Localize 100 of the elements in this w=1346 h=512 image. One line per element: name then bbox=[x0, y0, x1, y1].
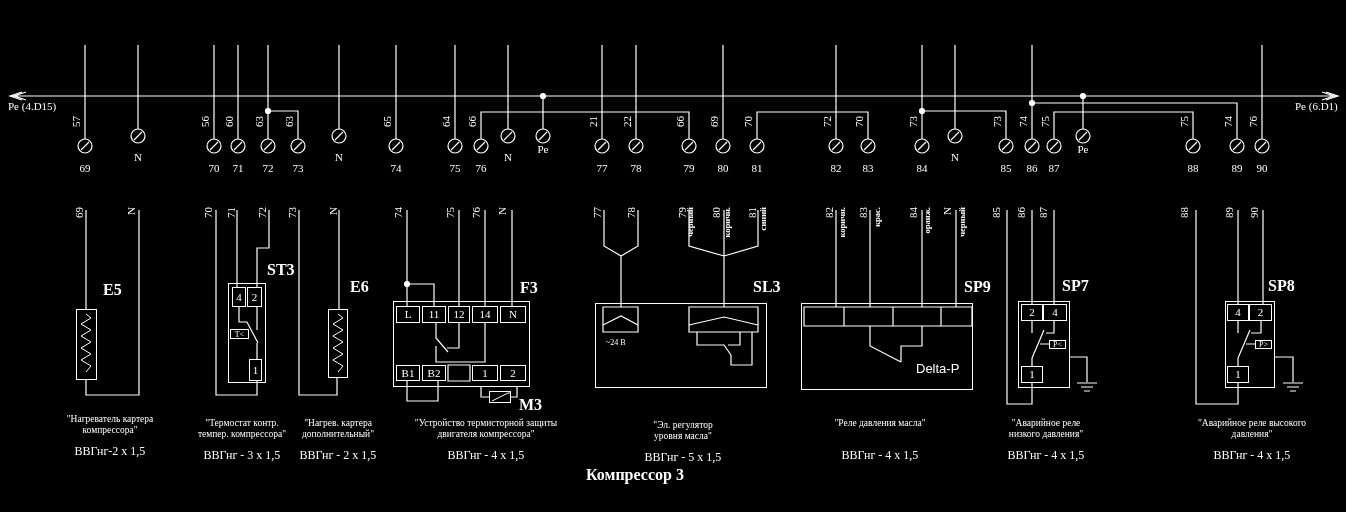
wire-number: 63 bbox=[283, 116, 295, 127]
cable-type-label: ВВГнг - 3 x 1,5 bbox=[203, 448, 281, 462]
terminal-number: 89 bbox=[1231, 162, 1243, 174]
terminal-number: 85 bbox=[1000, 162, 1012, 174]
wire-number: 84 bbox=[907, 207, 919, 218]
terminal-number: 2 bbox=[1021, 304, 1043, 321]
ground-symbol bbox=[1283, 382, 1303, 392]
wire-number: N bbox=[941, 207, 953, 215]
terminal-number: 11 bbox=[422, 306, 446, 323]
cable-type-label: ВВГнг - 2 x 1,5 bbox=[299, 448, 377, 462]
wire-number: 73 bbox=[991, 116, 1003, 127]
terminal-number: 69 bbox=[79, 162, 91, 174]
terminal-number: B1 bbox=[396, 365, 420, 381]
bus-reference-label: Pe (6.D1) bbox=[1295, 100, 1338, 112]
device-designation: SP8 bbox=[1268, 277, 1295, 295]
wire-color-label: коричн. bbox=[836, 207, 848, 238]
wire-color-label: оранж. bbox=[921, 207, 933, 234]
terminal-number: 4 bbox=[232, 287, 246, 307]
device-designation: E6 bbox=[350, 278, 369, 296]
device-description: "Реле давления масла" bbox=[833, 418, 927, 429]
device-description: "Термостат контр. темпер. компрессора" bbox=[196, 418, 288, 440]
terminal-number: 82 bbox=[830, 162, 842, 174]
wire-number: 77 bbox=[591, 207, 603, 218]
wire-number: 66 bbox=[466, 116, 478, 127]
device-description: "Устройство термисторной защиты двигателя компрессора" bbox=[413, 418, 559, 440]
wire-number: 60 bbox=[223, 116, 235, 127]
wire-number: 69 bbox=[708, 116, 720, 127]
wire-color-label: черный bbox=[956, 207, 968, 237]
terminal-number: N bbox=[335, 151, 343, 163]
terminal-number: 79 bbox=[683, 162, 695, 174]
terminal-number: 2 bbox=[500, 365, 526, 381]
wire-number: 70 bbox=[853, 116, 865, 127]
wire-number: 56 bbox=[199, 116, 211, 127]
wire-color-label: крас. bbox=[871, 207, 883, 227]
device-designation: SP7 bbox=[1062, 277, 1089, 295]
wire-color-label: синий bbox=[757, 207, 769, 231]
device-description: "Нагрев. картера дополнительный" bbox=[300, 418, 376, 440]
terminal-number: 70 bbox=[208, 162, 220, 174]
wire-number: 63 bbox=[253, 116, 265, 127]
terminal-number: 80 bbox=[717, 162, 729, 174]
terminal-number: 83 bbox=[862, 162, 874, 174]
sensor-setting-label: P> bbox=[1255, 340, 1272, 349]
terminal-number: 73 bbox=[292, 162, 304, 174]
device-designation: E5 bbox=[103, 281, 122, 299]
device-designation: SP9 bbox=[964, 278, 991, 296]
terminal-number: 4 bbox=[1227, 304, 1249, 321]
wire-number: 75 bbox=[1178, 116, 1190, 127]
wire-number: 70 bbox=[202, 207, 214, 218]
cable-type-label: ВВГнг - 5 x 1,5 bbox=[644, 450, 722, 464]
wire-number: 69 bbox=[73, 207, 85, 218]
wire-number: 74 bbox=[1222, 116, 1234, 127]
cable-type-label: ВВГнг - 4 x 1,5 bbox=[447, 448, 525, 462]
wire-number: 74 bbox=[1017, 116, 1029, 127]
terminal-number: 71 bbox=[232, 162, 244, 174]
device-designation: F3 bbox=[520, 279, 538, 297]
terminal-number: 1 bbox=[472, 365, 498, 381]
terminal-number: 1 bbox=[1021, 366, 1043, 383]
ground-symbol bbox=[1077, 382, 1097, 392]
device-designation: ST3 bbox=[267, 261, 295, 279]
terminal-number: 4 bbox=[1043, 304, 1067, 321]
wire-number: 72 bbox=[256, 207, 268, 218]
wire-number: 90 bbox=[1248, 207, 1260, 218]
device-type-label: Delta-P bbox=[916, 361, 960, 376]
terminal-number: 1 bbox=[249, 359, 262, 381]
wire-color-label: черный bbox=[685, 207, 696, 237]
terminal-number: 1 bbox=[1227, 366, 1249, 383]
wire-number: 73 bbox=[286, 207, 298, 218]
wire-color-label: коричн. bbox=[721, 207, 733, 238]
wire-number: 64 bbox=[440, 116, 452, 127]
device-designation: SL3 bbox=[753, 278, 781, 296]
wire bbox=[1069, 356, 1088, 383]
wire-number: 78 bbox=[625, 207, 637, 218]
wire bbox=[480, 386, 518, 398]
terminal-number: 86 bbox=[1026, 162, 1038, 174]
terminal-number: 84 bbox=[916, 162, 928, 174]
device-description: "Аварийное реле высокого давления" bbox=[1197, 418, 1307, 440]
wire-number: 89 bbox=[1223, 207, 1235, 218]
device-description: "Нагреватель картера компрессора" bbox=[65, 414, 155, 436]
terminal-number: 76 bbox=[475, 162, 487, 174]
wire-number: 21 bbox=[587, 116, 599, 127]
terminal-number: N bbox=[951, 151, 959, 163]
voltage-label: ~24 В bbox=[606, 338, 626, 347]
wire-number: 81 bbox=[746, 207, 758, 218]
wire-number: 22 bbox=[621, 116, 633, 127]
cable-type-label: ВВГнг - 4 x 1,5 bbox=[841, 448, 919, 462]
terminal-number: N bbox=[504, 151, 512, 163]
terminal-number: N bbox=[500, 306, 526, 323]
bus-reference-label: Pe (4.D15) bbox=[8, 100, 57, 112]
sensor-setting-label: T< bbox=[230, 329, 249, 339]
cable-type-label: ВВГнг - 4 x 1,5 bbox=[1007, 448, 1085, 462]
wire-number: 87 bbox=[1037, 207, 1049, 218]
wire-number: 75 bbox=[444, 207, 456, 218]
wire-number: 80 bbox=[710, 207, 722, 218]
terminal-number: L bbox=[396, 306, 420, 323]
wire-number: 75 bbox=[1039, 116, 1051, 127]
terminal-number: 74 bbox=[390, 162, 402, 174]
terminal-number: 87 bbox=[1048, 162, 1060, 174]
terminal-number: 78 bbox=[630, 162, 642, 174]
terminal-number: 77 bbox=[596, 162, 608, 174]
wire-number: 57 bbox=[70, 116, 82, 127]
